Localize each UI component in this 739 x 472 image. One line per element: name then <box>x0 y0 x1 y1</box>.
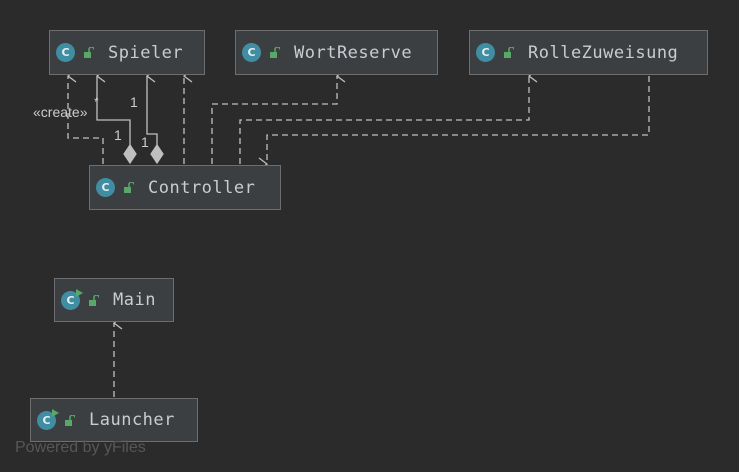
class-name-label: Controller <box>148 177 256 198</box>
multiplicity-one-label: 1 <box>114 127 122 143</box>
class-name-label: Launcher <box>89 410 175 430</box>
create-stereotype-label: «create» <box>33 104 88 120</box>
class-node-launcher[interactable]: C Launcher <box>30 398 198 442</box>
run-badge-icon <box>76 288 83 297</box>
unlocked-icon <box>65 414 75 426</box>
edge-create-controller-spieler <box>68 76 104 164</box>
aggregation-diamond-star <box>123 143 137 165</box>
runnable-class-icon: C <box>61 288 83 310</box>
unlocked-icon <box>89 294 99 306</box>
class-node-main[interactable]: C Main <box>54 278 174 322</box>
edge-dependency-rollezuweisung-controller <box>267 76 650 164</box>
class-node-rollezuweisung[interactable]: C RolleZuweisung <box>469 30 708 75</box>
unlocked-icon <box>504 47 514 58</box>
edge-dependency-controller-wortreserve <box>211 76 337 164</box>
edge-aggregation-one <box>147 76 158 146</box>
class-name-label: WortReserve <box>294 42 413 63</box>
run-badge-icon <box>52 408 59 417</box>
class-node-wortreserve[interactable]: C WortReserve <box>235 30 438 75</box>
multiplicity-one-label: 1 <box>141 134 149 150</box>
edge-aggregation-star <box>97 76 131 146</box>
class-name-label: Spieler <box>108 42 184 63</box>
class-node-controller[interactable]: C Controller <box>89 165 281 210</box>
class-icon: C <box>476 43 495 62</box>
multiplicity-one-label: 1 <box>130 94 138 110</box>
runnable-class-icon: C <box>37 408 59 430</box>
watermark: Powered by yFiles <box>15 439 146 456</box>
unlocked-icon <box>124 182 134 193</box>
edge-dependency-controller-rollezuweisung <box>239 76 529 164</box>
class-node-spieler[interactable]: C Spieler <box>49 30 205 75</box>
class-icon: C <box>242 43 261 62</box>
unlocked-icon <box>270 47 280 58</box>
class-name-label: RolleZuweisung <box>528 42 679 63</box>
multiplicity-star-label: * <box>94 95 99 109</box>
class-name-label: Main <box>113 290 156 310</box>
aggregation-diamond-one <box>150 143 164 165</box>
class-icon: C <box>96 178 115 197</box>
unlocked-icon <box>84 47 94 58</box>
class-icon: C <box>56 43 75 62</box>
